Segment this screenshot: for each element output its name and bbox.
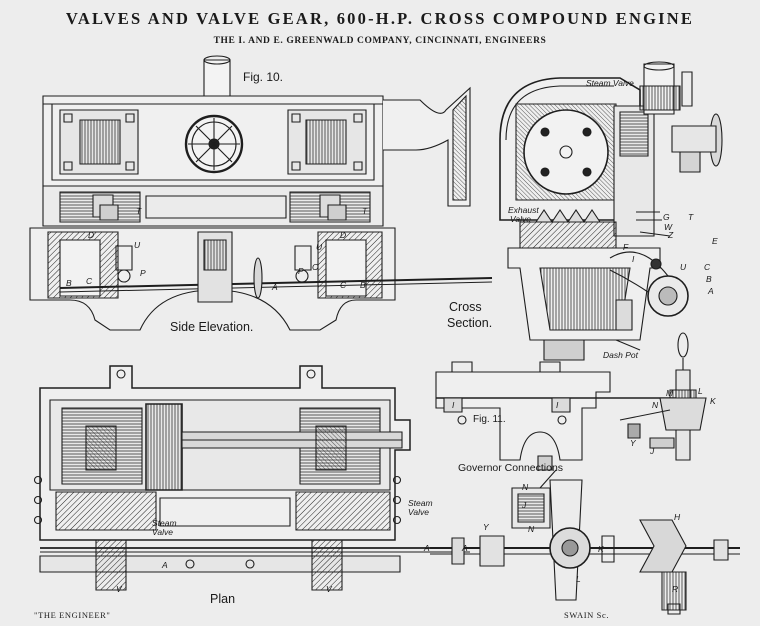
fig10-label: Fig. 10. [243, 70, 284, 84]
letter-bottom-n2: N [528, 524, 535, 534]
credit-the-engineer: "THE ENGINEER" [34, 610, 111, 620]
cross-section-drawing [500, 62, 722, 360]
letter-cross-i: I [632, 254, 635, 264]
letter-side-d2: D [340, 230, 347, 240]
letter-side-t1: T [136, 206, 142, 216]
letter-bottom-l: L [576, 574, 581, 584]
letter-bottom-j: J [522, 500, 527, 510]
letter-cross-z: Z [668, 230, 674, 240]
page-title: VALVES AND VALVE GEAR, 600-H.P. CROSS CO… [65, 9, 695, 28]
plan-label: Plan [210, 592, 236, 606]
letter-gov-m: M [666, 388, 674, 398]
credit-engraver: SWAIN Sc. [564, 610, 610, 620]
steam-valve-plan-left-2: Valve [152, 527, 173, 537]
dash-pot-callout: Dash Pot [603, 350, 638, 360]
letter-cross-t: T [688, 212, 694, 222]
letter-cross-w: W [664, 222, 673, 232]
letter-cross-f: F [623, 242, 629, 252]
steam-valve-callout-top: Steam Valve [586, 78, 634, 88]
steam-valve-plan-right-1: Steam [408, 498, 433, 508]
letter-bottom-k: K [598, 544, 604, 554]
letter-side-c2: C [340, 280, 347, 290]
fig11-label: Fig. 11. [473, 414, 506, 425]
letter-bottom-a2: A [462, 543, 468, 553]
governor-assembly-drawing [430, 456, 740, 614]
letter-side-a: A [272, 282, 278, 292]
side-elevation-label: Side Elevation. [170, 320, 254, 334]
letter-cross-e: E [712, 236, 718, 246]
letter-bottom-a3: A [162, 560, 168, 570]
side-elevation-drawing [30, 56, 492, 330]
letter-side-t2: T [362, 206, 368, 216]
letter-gov-l: L [698, 386, 703, 396]
letter-side-u1: U [134, 240, 141, 250]
letter-cross-b: B [706, 274, 712, 284]
letter-bottom-v2: V [326, 584, 332, 594]
letter-cross-c: C [704, 262, 711, 272]
letter-gov-i1: I [452, 400, 455, 410]
letter-side-b1: B [66, 278, 72, 288]
letter-gov-y: Y [630, 438, 636, 448]
exhaust-valve-callout-2: Valve [510, 214, 531, 224]
cross-section-label-2: Section. [447, 316, 493, 330]
letter-gov-j: J [650, 446, 655, 456]
letter-bottom-v1: V [116, 584, 122, 594]
letter-bottom-r: R [672, 584, 679, 594]
governor-connections-label: Governor Connections [458, 462, 564, 474]
letter-bottom-n1: N [522, 482, 529, 492]
exhaust-valve-callout-1: Exhaust [508, 205, 539, 215]
letter-bottom-a1: A [424, 543, 430, 553]
letter-bottom-h: H [674, 512, 681, 522]
letter-side-b2: B [360, 280, 366, 290]
letter-side-u2: U [316, 242, 323, 252]
letter-side-p1: P [140, 268, 146, 278]
cross-section-label-1: Cross [449, 300, 482, 314]
governor-connections-drawing [436, 333, 706, 460]
page-subtitle: THE I. AND E. GREENWALD COMPANY, CINCINN… [213, 36, 547, 46]
letter-cross-g: G [663, 212, 670, 222]
steam-valve-plan-left-1: Steam [152, 518, 177, 528]
steam-valve-plan-right-2: Valve [408, 507, 429, 517]
letter-cross-u: U [680, 262, 687, 272]
letter-side-p2: P [298, 266, 304, 276]
letter-gov-k: K [710, 396, 716, 406]
letter-side-d1: D [88, 230, 95, 240]
letter-gov-n: N [652, 400, 659, 410]
letter-side-o: O [312, 262, 319, 272]
letter-bottom-y: Y [483, 522, 489, 532]
plan-drawing [35, 366, 471, 590]
letter-cross-a: A [708, 286, 714, 296]
letter-side-c1: C [86, 276, 93, 286]
letter-gov-i2: I [556, 400, 559, 410]
